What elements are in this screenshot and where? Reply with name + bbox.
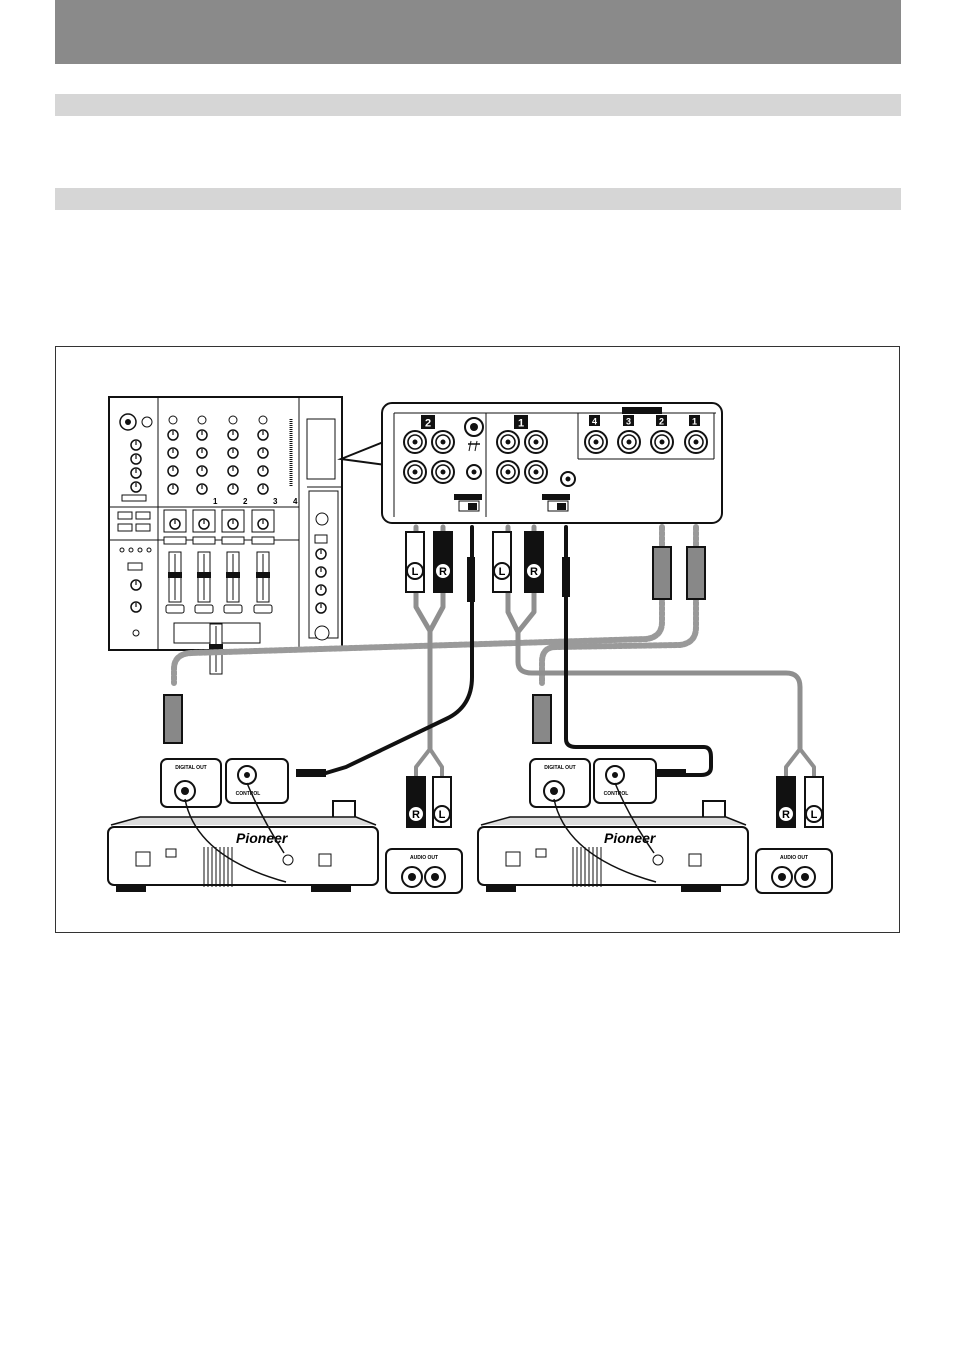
section-bar-2 bbox=[55, 188, 901, 210]
right-plug-l-label: L bbox=[811, 809, 818, 821]
header-band bbox=[55, 0, 901, 64]
left-audio-out-label: AUDIO OUT bbox=[410, 855, 438, 861]
cd-player-right: DIGITAL OUT CONTROL R L Pioneer AUDIO bbox=[478, 695, 832, 893]
left-brand: Pioneer bbox=[236, 830, 289, 846]
rear-ch2-badge: 2 bbox=[425, 418, 431, 430]
plug-ch2-right-label: R bbox=[439, 566, 447, 578]
mixer-ch3-number: 3 bbox=[273, 497, 278, 506]
mixer-ch4-number: 4 bbox=[293, 497, 298, 506]
left-control-label: CONTROL bbox=[236, 791, 261, 797]
left-plug-r-label: R bbox=[412, 809, 420, 821]
mixer-ch2-number: 2 bbox=[243, 497, 248, 506]
mixer-ch1-number: 1 bbox=[213, 497, 218, 506]
callout-pointer bbox=[341, 441, 386, 465]
connection-diagram: 1 2 3 4 bbox=[56, 347, 901, 934]
plug-ch1-left-label: L bbox=[499, 566, 506, 578]
plug-ch2-left-label: L bbox=[412, 566, 419, 578]
digital-in-4-badge: 4 bbox=[592, 417, 597, 427]
right-brand: Pioneer bbox=[604, 830, 657, 846]
cd-player-left: DIGITAL OUT CONTROL R L Pioneer bbox=[108, 695, 462, 893]
right-digital-out-label: DIGITAL OUT bbox=[544, 765, 575, 771]
mixer-top-panel: 1 2 3 4 bbox=[109, 397, 342, 674]
right-control-label: CONTROL bbox=[604, 791, 629, 797]
digital-in-3-badge: 3 bbox=[626, 417, 631, 427]
connection-diagram-frame: 1 2 3 4 bbox=[55, 346, 900, 933]
rear-ch1-badge: 1 bbox=[518, 418, 524, 430]
digital-in-1-badge: 1 bbox=[692, 417, 697, 427]
plug-ch1-right-label: R bbox=[530, 566, 538, 578]
left-digital-out-label: DIGITAL OUT bbox=[175, 765, 206, 771]
section-bar-1 bbox=[55, 94, 901, 116]
right-audio-out-label: AUDIO OUT bbox=[780, 855, 808, 861]
digital-in-2-badge: 2 bbox=[659, 417, 664, 427]
right-plug-r-label: R bbox=[782, 809, 790, 821]
mixer-rear-panel: 2 1 4 3 2 1 bbox=[382, 403, 722, 523]
left-plug-l-label: L bbox=[439, 809, 446, 821]
